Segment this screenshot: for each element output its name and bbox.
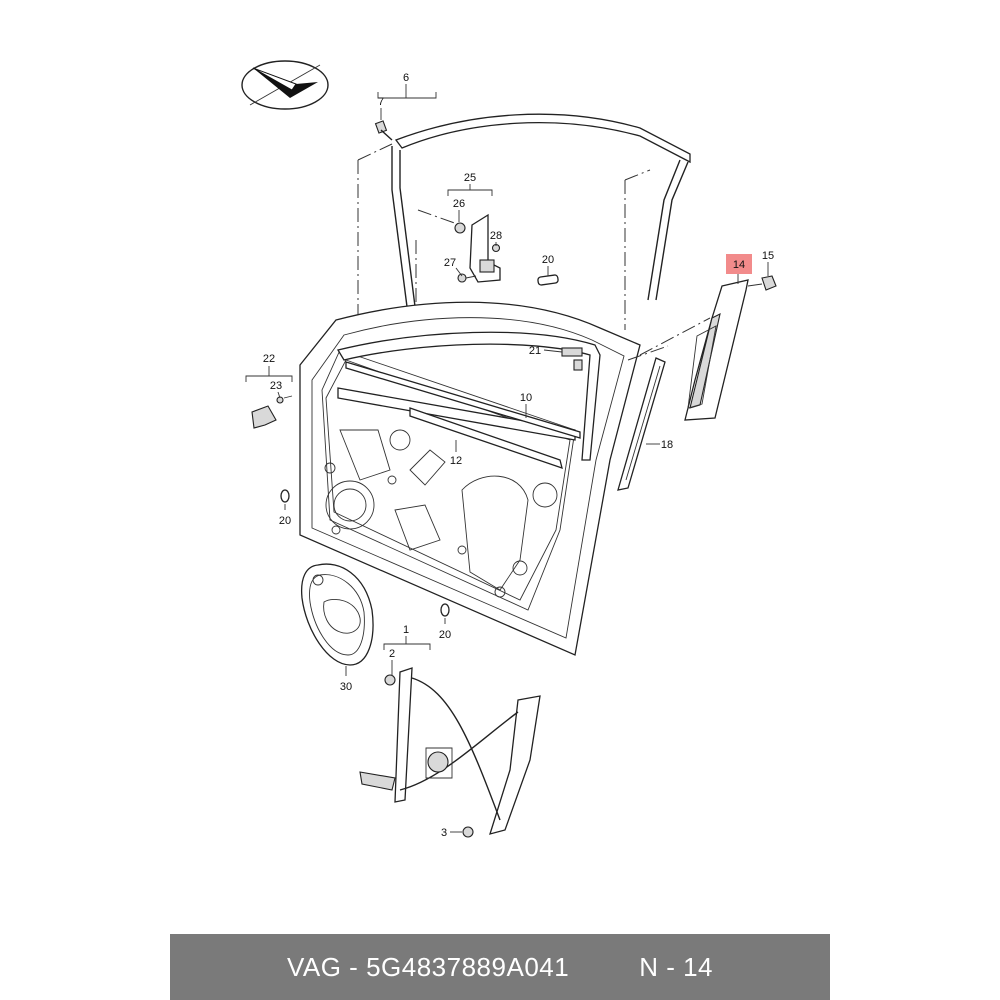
callout-labels: 6 7 25 26 28 27 20 14 15 22 23 21 10 12 … (263, 72, 774, 839)
callout-6: 6 (403, 72, 409, 84)
callout-10: 10 (520, 392, 532, 404)
clip-20-top (537, 274, 559, 286)
callout-21: 21 (529, 345, 541, 357)
callout-23: 23 (270, 380, 282, 392)
bolt-7 (374, 120, 393, 141)
footer-position: N - 14 (639, 951, 714, 982)
plug-20-left (280, 489, 290, 503)
clip-15 (747, 275, 777, 291)
door-shell (299, 301, 641, 656)
callout-leaders (245, 84, 769, 833)
callout-15: 15 (762, 250, 774, 262)
callout-26: 26 (453, 198, 465, 210)
callout-25: 25 (464, 172, 476, 184)
callout-22: 22 (263, 353, 275, 365)
callout-14: 14 (733, 259, 745, 271)
window-frame-seal (357, 113, 691, 360)
highlight-box (726, 254, 752, 274)
callout-12: 12 (450, 455, 462, 467)
footer-part-number: VAG - 5G4837889A041 (286, 951, 570, 982)
callout-20-top: 20 (542, 254, 554, 266)
callout-20-lower: 20 (439, 629, 451, 641)
callout-18: 18 (661, 439, 673, 451)
cover-30 (300, 563, 374, 666)
callout-3: 3 (441, 827, 447, 839)
direction-arrow-icon (241, 60, 329, 110)
exploded-parts-diagram: 6 7 25 26 28 27 20 14 15 22 23 21 10 12 … (241, 60, 777, 839)
window-seal-18 (617, 345, 669, 491)
callout-27: 27 (444, 257, 456, 269)
callout-1: 1 (403, 624, 409, 636)
plug-20-lower (440, 603, 450, 617)
part-number-footer: VAG - 5G4837889A041 N - 14 (170, 934, 830, 1000)
door-trim-strip-14 (639, 279, 749, 421)
window-regulator (359, 667, 541, 838)
belt-moulding (336, 331, 601, 470)
callout-2: 2 (389, 648, 395, 660)
cap-22 (251, 395, 293, 429)
callout-28: 28 (490, 230, 502, 242)
callout-20-left: 20 (279, 515, 291, 527)
mirror-bracket (454, 213, 501, 283)
callout-30: 30 (340, 681, 352, 693)
callout-7: 7 (378, 96, 384, 108)
